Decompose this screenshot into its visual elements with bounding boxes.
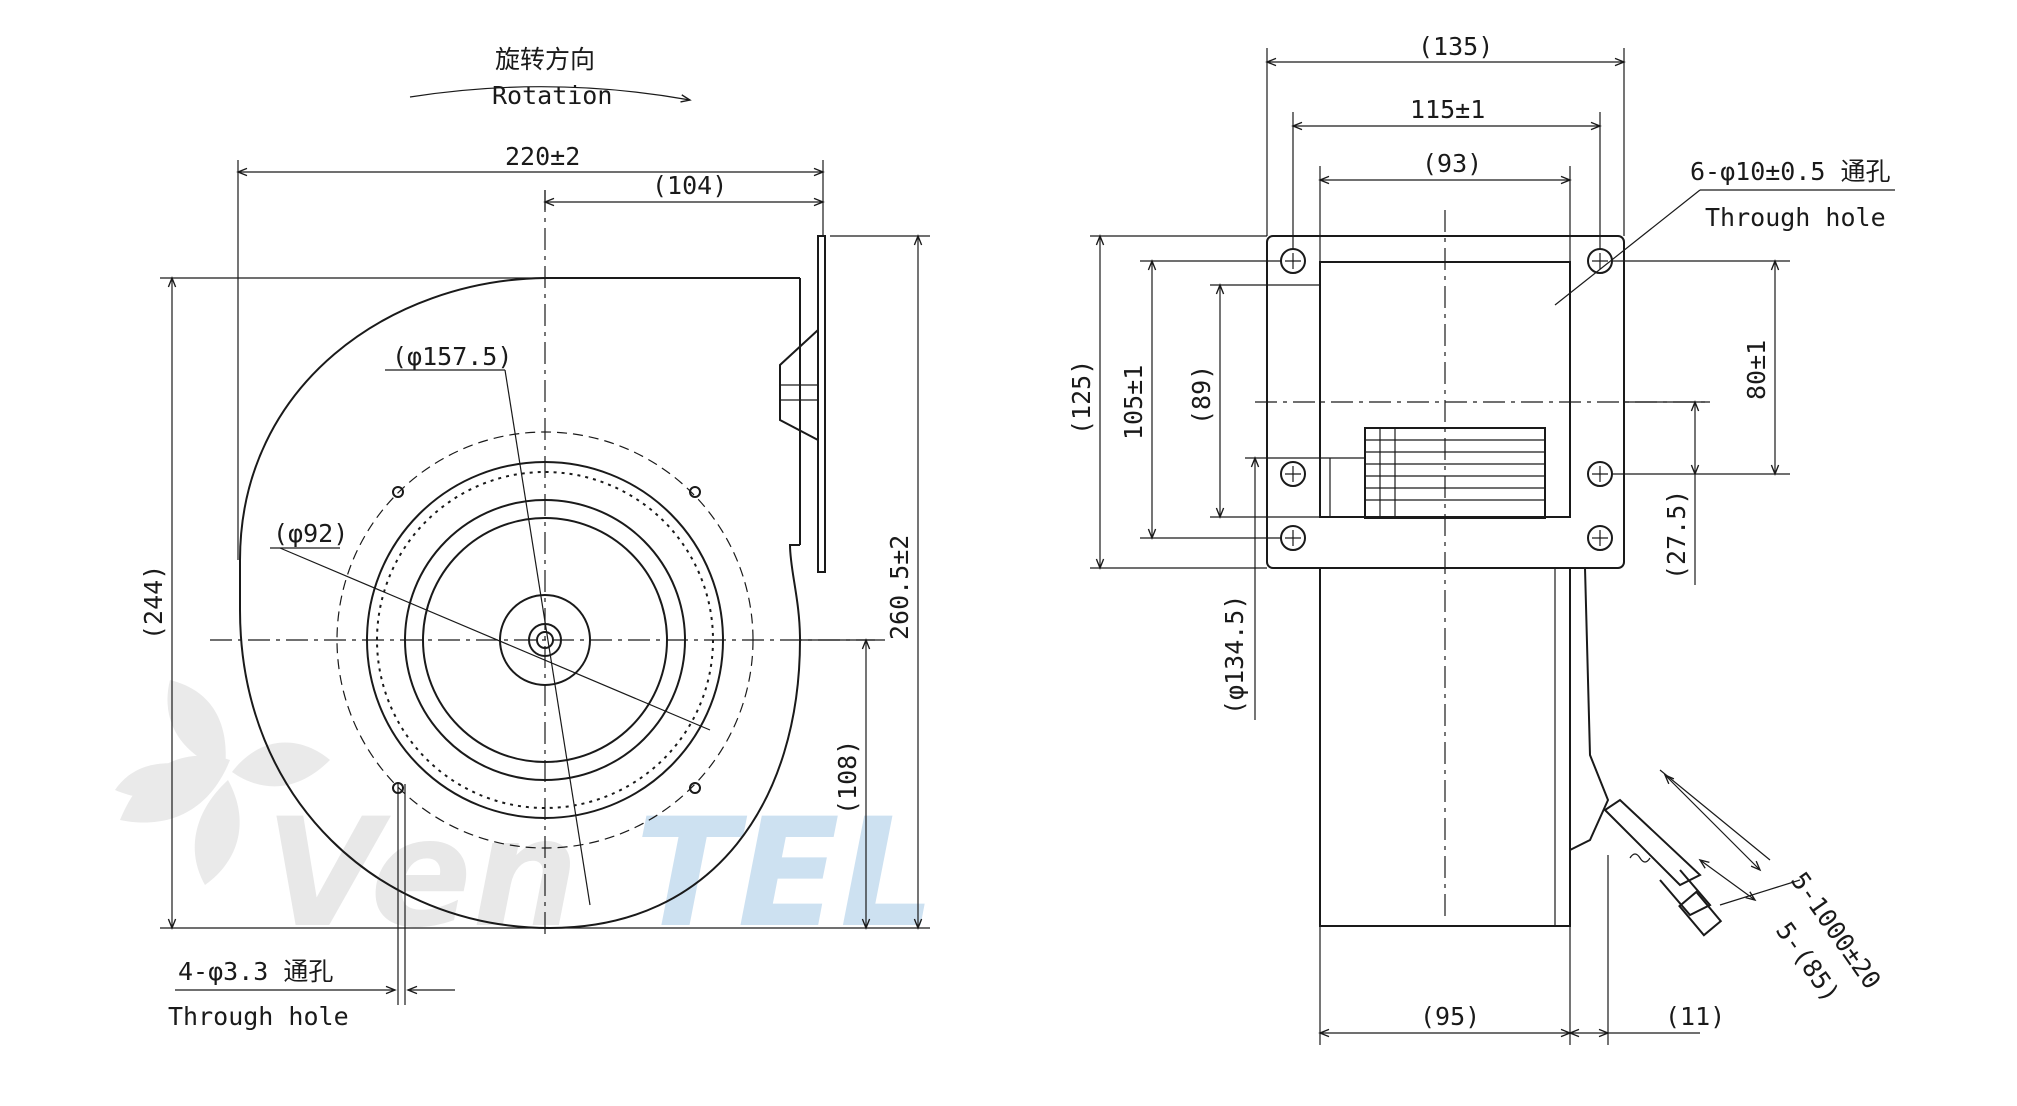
dim-text-80: 80±1 [1742, 340, 1771, 400]
dim-text-105: 105±1 [1119, 365, 1148, 440]
holes-label-side-en: Through hole [1705, 203, 1886, 232]
dim-text-220: 220±2 [505, 142, 580, 171]
holes-label-front: 4-φ3.3 通孔 [178, 957, 333, 986]
watermark-text-tel: TEL [635, 787, 935, 961]
side-impeller [1364, 427, 1546, 519]
side-view: (135) 115±1 (93) 6-φ10±0.5 通孔 Through ho… [1067, 32, 1895, 1045]
holes-label-side: 6-φ10±0.5 通孔 [1690, 157, 1891, 186]
dim-text-95: (95) [1420, 1002, 1480, 1031]
dim-text-phi134: (φ134.5) [1220, 595, 1249, 715]
rotation-indicator: 旋转方向 Rotation [409, 45, 692, 110]
dim-text-27: (27.5) [1662, 490, 1691, 580]
dim-text-phi157: (φ157.5) [392, 342, 512, 371]
mount-hole [689, 486, 701, 498]
dim-text-135: (135) [1418, 32, 1493, 61]
leader-phi92 [279, 547, 711, 731]
dim-text-115: 115±1 [1410, 95, 1485, 124]
motor-side [1569, 567, 1610, 851]
wire-ext-1 [1659, 769, 1771, 861]
watermark-logo: Ven TEL [115, 680, 935, 961]
flange-holes [1280, 248, 1613, 551]
housing-outline [239, 277, 802, 930]
holes-label-front-en: Through hole [168, 1002, 349, 1031]
front-view: 220±2 (104) (φ157.5) (φ92) (244) 260.5±2… [139, 142, 930, 1031]
rotation-label-en: Rotation [492, 81, 612, 110]
dim-text-244: (244) [139, 565, 168, 640]
watermark-text-ven: Ven [265, 787, 579, 961]
dim-text-104: (104) [652, 171, 727, 200]
dim-text-phi92: (φ92) [273, 519, 348, 548]
dim-text-260: 260.5±2 [885, 535, 914, 640]
dim-text-93: (93) [1422, 149, 1482, 178]
hole-leader-side [1554, 189, 1701, 306]
dim-text-89: (89) [1187, 365, 1216, 425]
dim-text-108: (108) [833, 740, 862, 815]
leader-phi157 [504, 369, 591, 906]
impeller-fins [1365, 428, 1545, 518]
outlet-flange [817, 235, 826, 573]
cable [1603, 798, 1723, 937]
mount-hole [689, 782, 701, 794]
mount-hole [392, 486, 404, 498]
dim-text-11: (11) [1665, 1002, 1725, 1031]
dim-text-125: (125) [1067, 360, 1096, 435]
rotation-label-cn: 旋转方向 [495, 45, 595, 74]
